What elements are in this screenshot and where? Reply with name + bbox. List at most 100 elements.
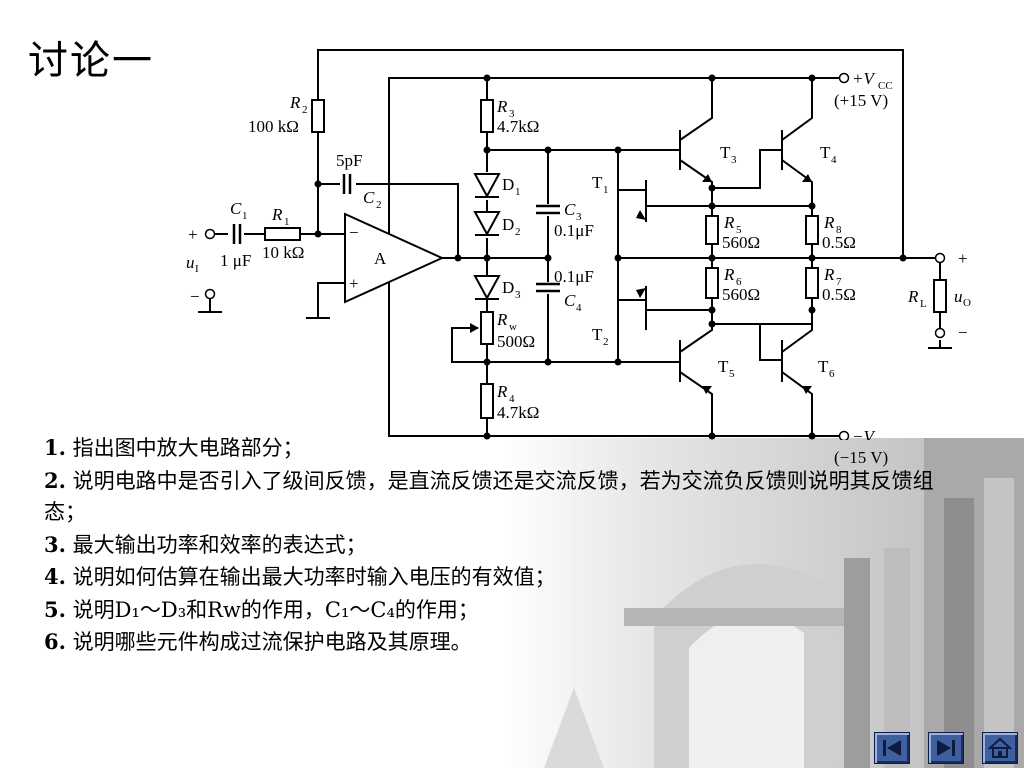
label-t4-sub: 4 [831,154,837,166]
label-r2-name: R [289,93,301,112]
question-list: 1. 指出图中放大电路部分； 2. 说明电路中是否引入了级间反馈，是直流反馈还是… [44,432,974,659]
label-c2-name: C [363,188,375,207]
label-c4-name: C [564,291,576,310]
label-c2-value: 5pF [336,151,362,170]
slide-navigation [874,732,1018,764]
label-r8-name: R [823,213,835,232]
label-r4-value: 4.7kΩ [497,403,539,422]
label-opamp-plus: + [349,274,359,293]
resistor-r2 [311,99,325,133]
label-r1-sub: 1 [284,216,290,228]
label-vcc-pos-sub: CC [878,80,893,92]
potentiometer-rw [480,311,494,345]
label-c3-sub: 3 [576,211,582,223]
resistor-r7 [805,267,819,299]
label-r7-sub: 7 [836,276,842,288]
question-1: 1. 指出图中放大电路部分； [44,435,304,460]
resistor-r8 [805,215,819,245]
label-d2: D [502,215,514,234]
label-ui-name: u [186,253,195,272]
label-r5-sub: 5 [736,224,742,236]
diode-d1 [473,173,501,199]
resistor-rl [933,279,947,313]
resistor-r6 [705,267,719,299]
label-t4: T [820,143,831,162]
label-r3-value: 4.7kΩ [497,117,539,136]
home-icon [988,737,1012,758]
previous-slide-button[interactable] [874,732,910,764]
label-r1-name: R [271,205,283,224]
background-building-photo [504,438,1024,768]
label-input-plus: + [188,225,198,244]
question-6: 6. 说明哪些元件构成过流保护电路及其原理。 [44,629,472,654]
label-t2-sub: 2 [603,336,609,348]
label-r6-sub: 6 [736,276,742,288]
label-c2-sub: 2 [376,199,382,211]
label-vcc-neg-sub: CC [878,438,893,440]
label-r2-value: 100 kΩ [248,117,299,136]
resistor-r3 [480,99,494,133]
label-t3-sub: 3 [731,154,737,166]
resistor-r5 [705,215,719,245]
label-r6-name: R [723,265,735,284]
label-rw-name: R [496,310,508,329]
label-r1-value: 10 kΩ [262,243,304,262]
opamp-a [344,212,445,304]
label-t2: T [592,325,603,344]
label-t6: T [818,357,829,376]
resistor-r4 [480,383,494,419]
label-opamp-minus: − [349,223,359,242]
label-c3-value: 0.1μF [554,221,594,240]
resistor-r1 [264,227,301,241]
label-input-minus: − [190,287,200,306]
label-d1: D [502,175,514,194]
question-3: 3. 最大输出功率和效率的表达式； [44,531,367,557]
next-slide-button[interactable] [928,732,964,764]
label-rw-value: 500Ω [497,332,535,351]
label-d2-sub: 2 [515,226,521,238]
question-4: 4. 说明如何估算在输出最大功率时输入电压的有效值； [44,564,556,589]
label-r6-value: 560Ω [722,285,760,304]
label-d3: D [502,278,514,297]
label-uo-name: u [954,287,963,306]
label-t6-sub: 6 [829,368,835,380]
diode-d2 [473,211,501,237]
home-button[interactable] [982,732,1018,764]
label-ui-sub: I [195,263,199,275]
question-2: 2. 说明电路中是否引入了级间反馈，是直流反馈还是交流反馈，若为交流负反馈则说明… [44,467,934,525]
label-c3-name: C [564,200,576,219]
label-t5-sub: 5 [729,368,735,380]
label-t1-sub: 1 [603,184,609,196]
label-t3: T [720,143,731,162]
next-slide-icon [937,740,955,756]
label-r2-sub: 2 [302,104,308,116]
label-c4-value: 0.1μF [554,267,594,286]
label-c1-sub: 1 [242,210,248,222]
label-r3-sub: 3 [509,108,515,120]
label-d3-sub: 3 [515,289,521,301]
label-rw-sub: w [509,321,517,333]
label-r5-value: 560Ω [722,233,760,252]
label-t5: T [718,357,729,376]
label-r4-name: R [496,382,508,401]
label-r5-name: R [723,213,735,232]
label-t1: T [592,173,603,192]
label-rl-name: R [907,287,919,306]
label-vcc-pos-value: (+15 V) [834,91,888,110]
label-c1-value: 1 μF [220,251,251,270]
label-opamp-name: A [374,249,387,268]
diode-d3 [473,275,501,301]
label-vcc-neg-value: (−15 V) [834,448,889,467]
label-out-plus: + [958,249,968,268]
label-d1-sub: 1 [515,186,521,198]
label-r8-value: 0.5Ω [822,233,856,252]
label-r7-value: 0.5Ω [822,285,856,304]
previous-slide-icon [883,740,901,756]
label-vcc-pos: +V [852,69,876,88]
label-uo-sub: O [963,297,971,309]
power-amplifier-circuit-diagram: R 2 100 kΩ 5pF C 2 C 1 1 μF R 1 10 kΩ + … [186,49,971,440]
label-r7-name: R [823,265,835,284]
label-c1-name: C [230,199,242,218]
label-r4-sub: 4 [509,393,515,405]
label-r3-name: R [496,97,508,116]
